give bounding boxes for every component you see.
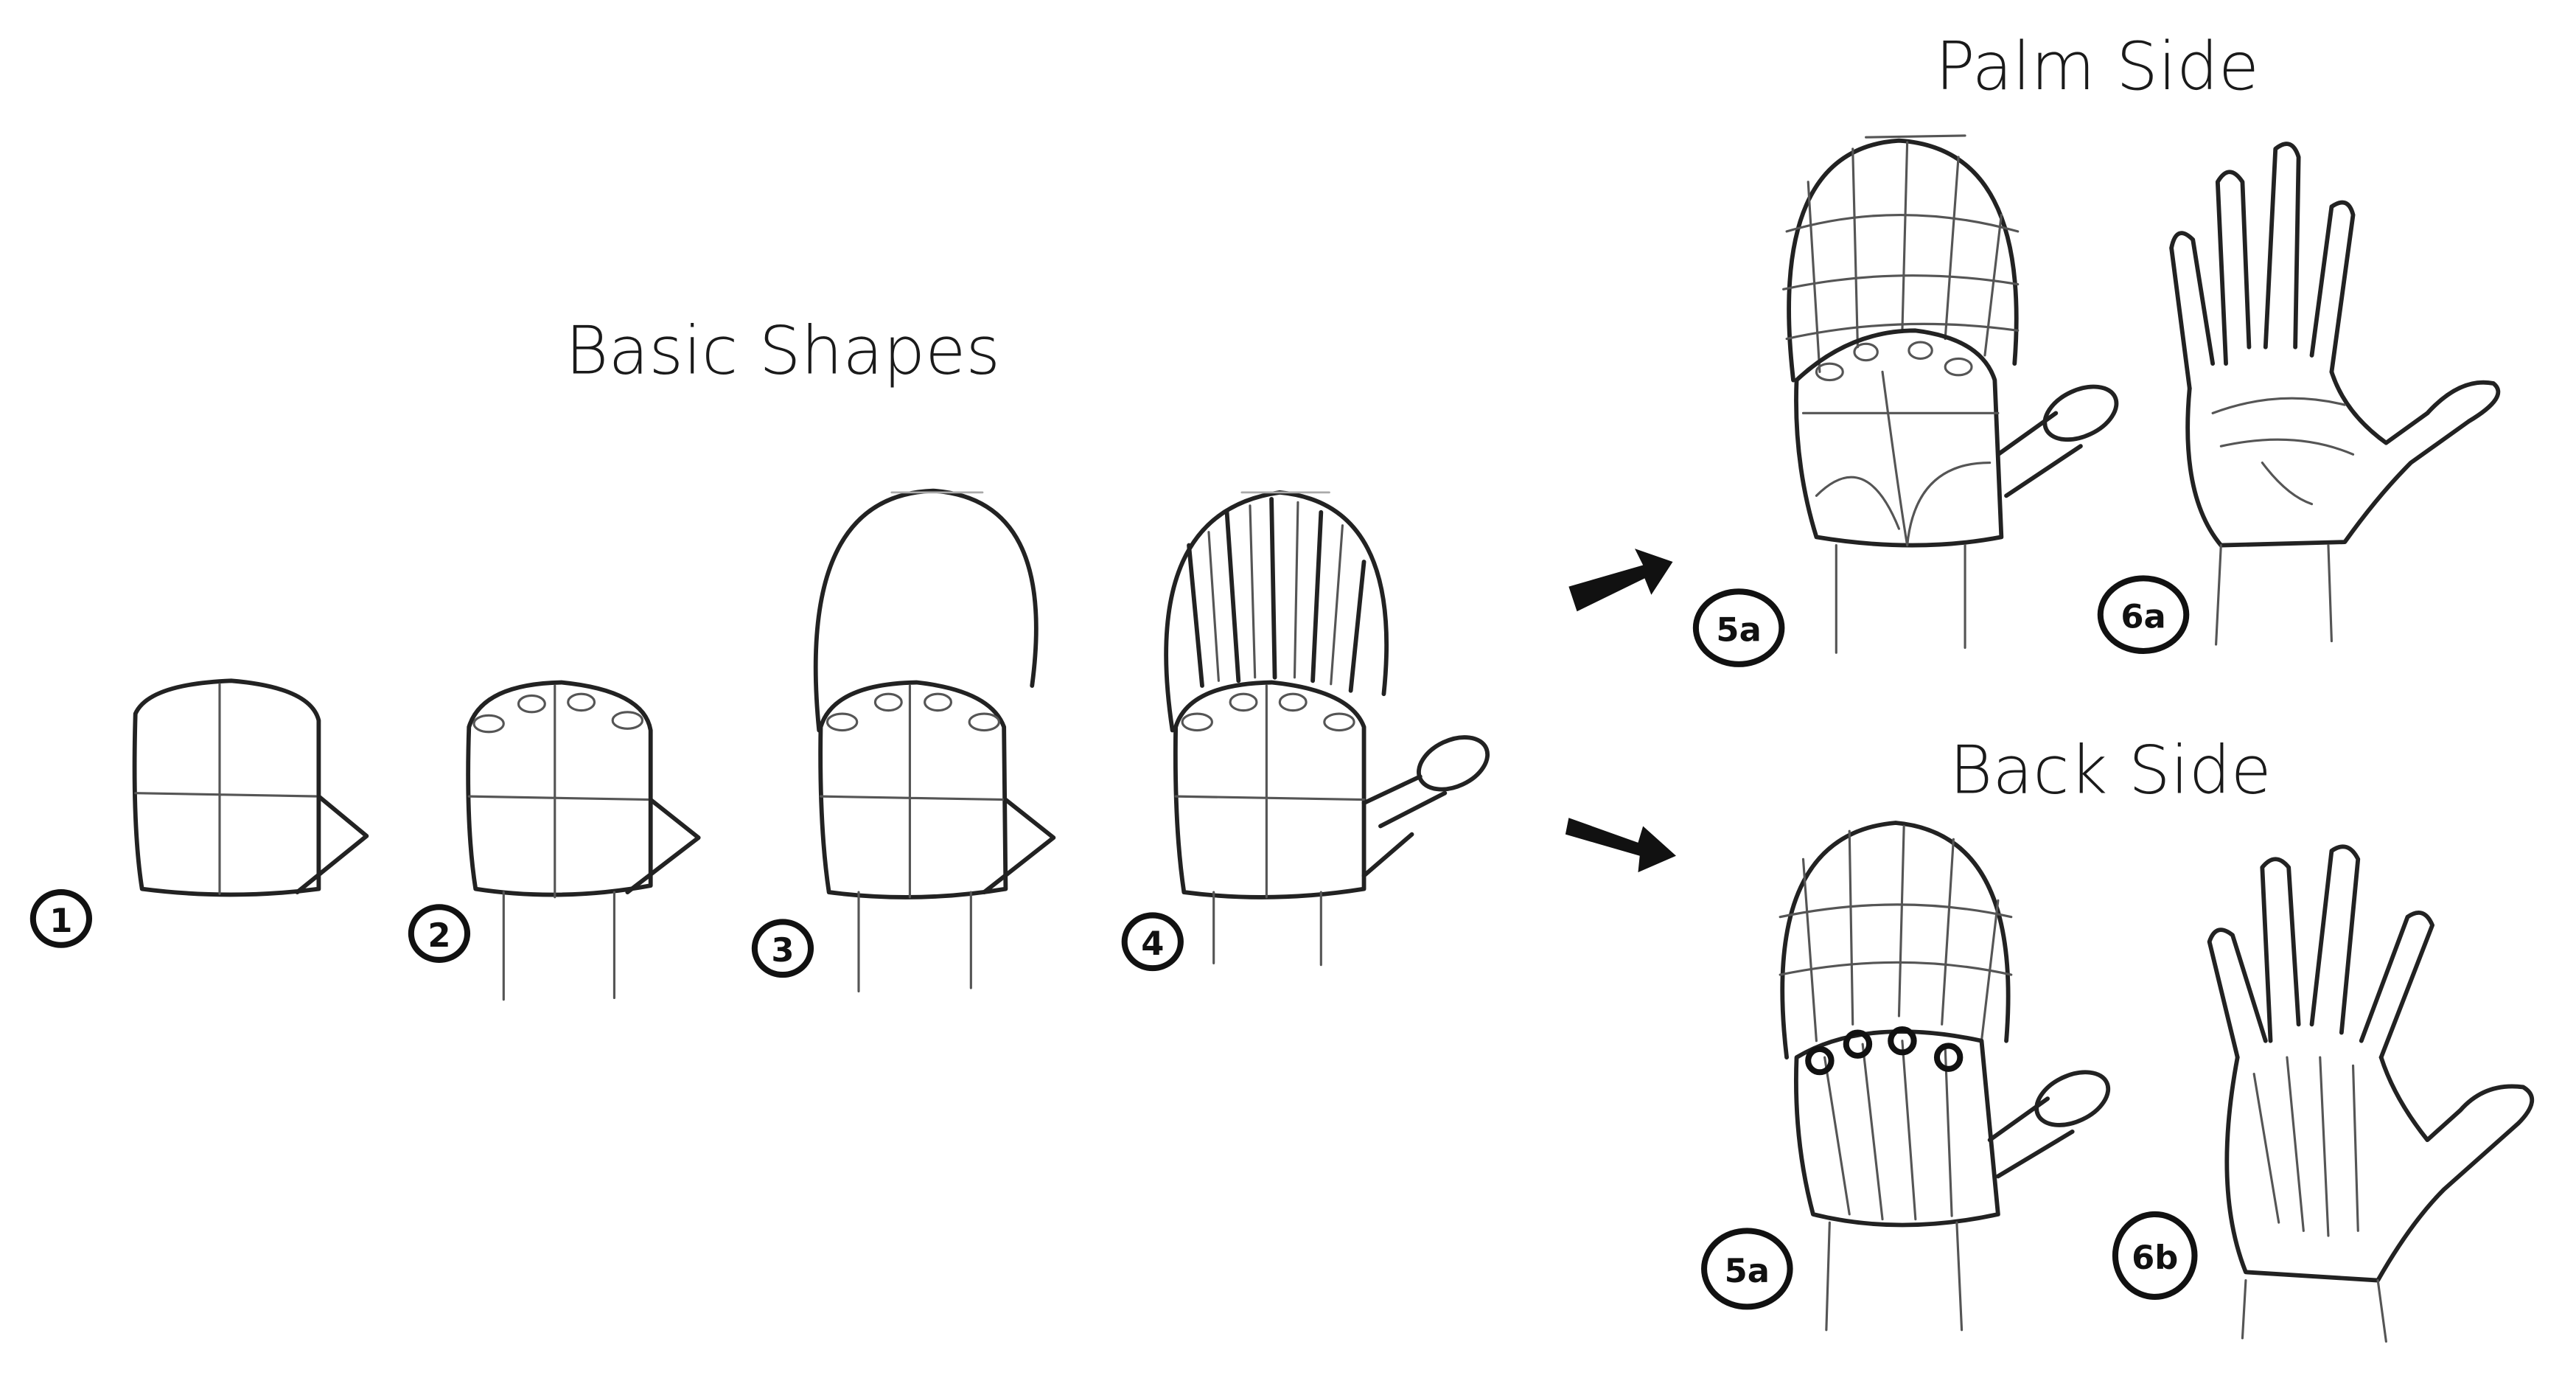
step-badge-6a: 6a: [2097, 575, 2190, 655]
svg-text:2: 2: [427, 916, 450, 955]
back-side-construction: [1779, 821, 2111, 1332]
step-4-fingers-thumb: [1164, 490, 1490, 967]
step-badge-1: 1: [29, 889, 93, 948]
svg-text:6b: 6b: [2132, 1238, 2178, 1277]
palm-side-finished-hand: [2169, 142, 2501, 646]
palm-side-construction: [1782, 134, 2119, 654]
step-badge-5a-back: 5a: [1701, 1228, 1793, 1310]
svg-text:3: 3: [771, 930, 794, 970]
step-3-finger-mass: [813, 488, 1056, 993]
svg-text:6a: 6a: [2121, 597, 2165, 636]
step-2-knuckles: [466, 680, 701, 1001]
svg-text:5a: 5a: [1725, 1251, 1770, 1290]
back-side-finished-hand: [2207, 844, 2535, 1343]
svg-text:4: 4: [1141, 924, 1164, 963]
arrow-to-back-icon: [1565, 818, 1676, 873]
step-1-palm-box: [132, 678, 369, 897]
step-badge-5a-palm: 5a: [1692, 588, 1785, 667]
svg-text:5a: 5a: [1716, 610, 1761, 650]
svg-text:1: 1: [49, 901, 72, 940]
step-badge-2: 2: [408, 904, 471, 963]
heading-palm-side: Palm Side: [1936, 29, 2259, 105]
arrow-to-palm-icon: [1568, 549, 1673, 612]
step-badge-6b: 6b: [2112, 1211, 2198, 1300]
step-badge-3: 3: [751, 919, 814, 978]
step-badge-4: 4: [1121, 912, 1184, 972]
heading-basic-shapes: Basic Shapes: [565, 313, 1000, 390]
heading-back-side: Back Side: [1950, 733, 2272, 810]
